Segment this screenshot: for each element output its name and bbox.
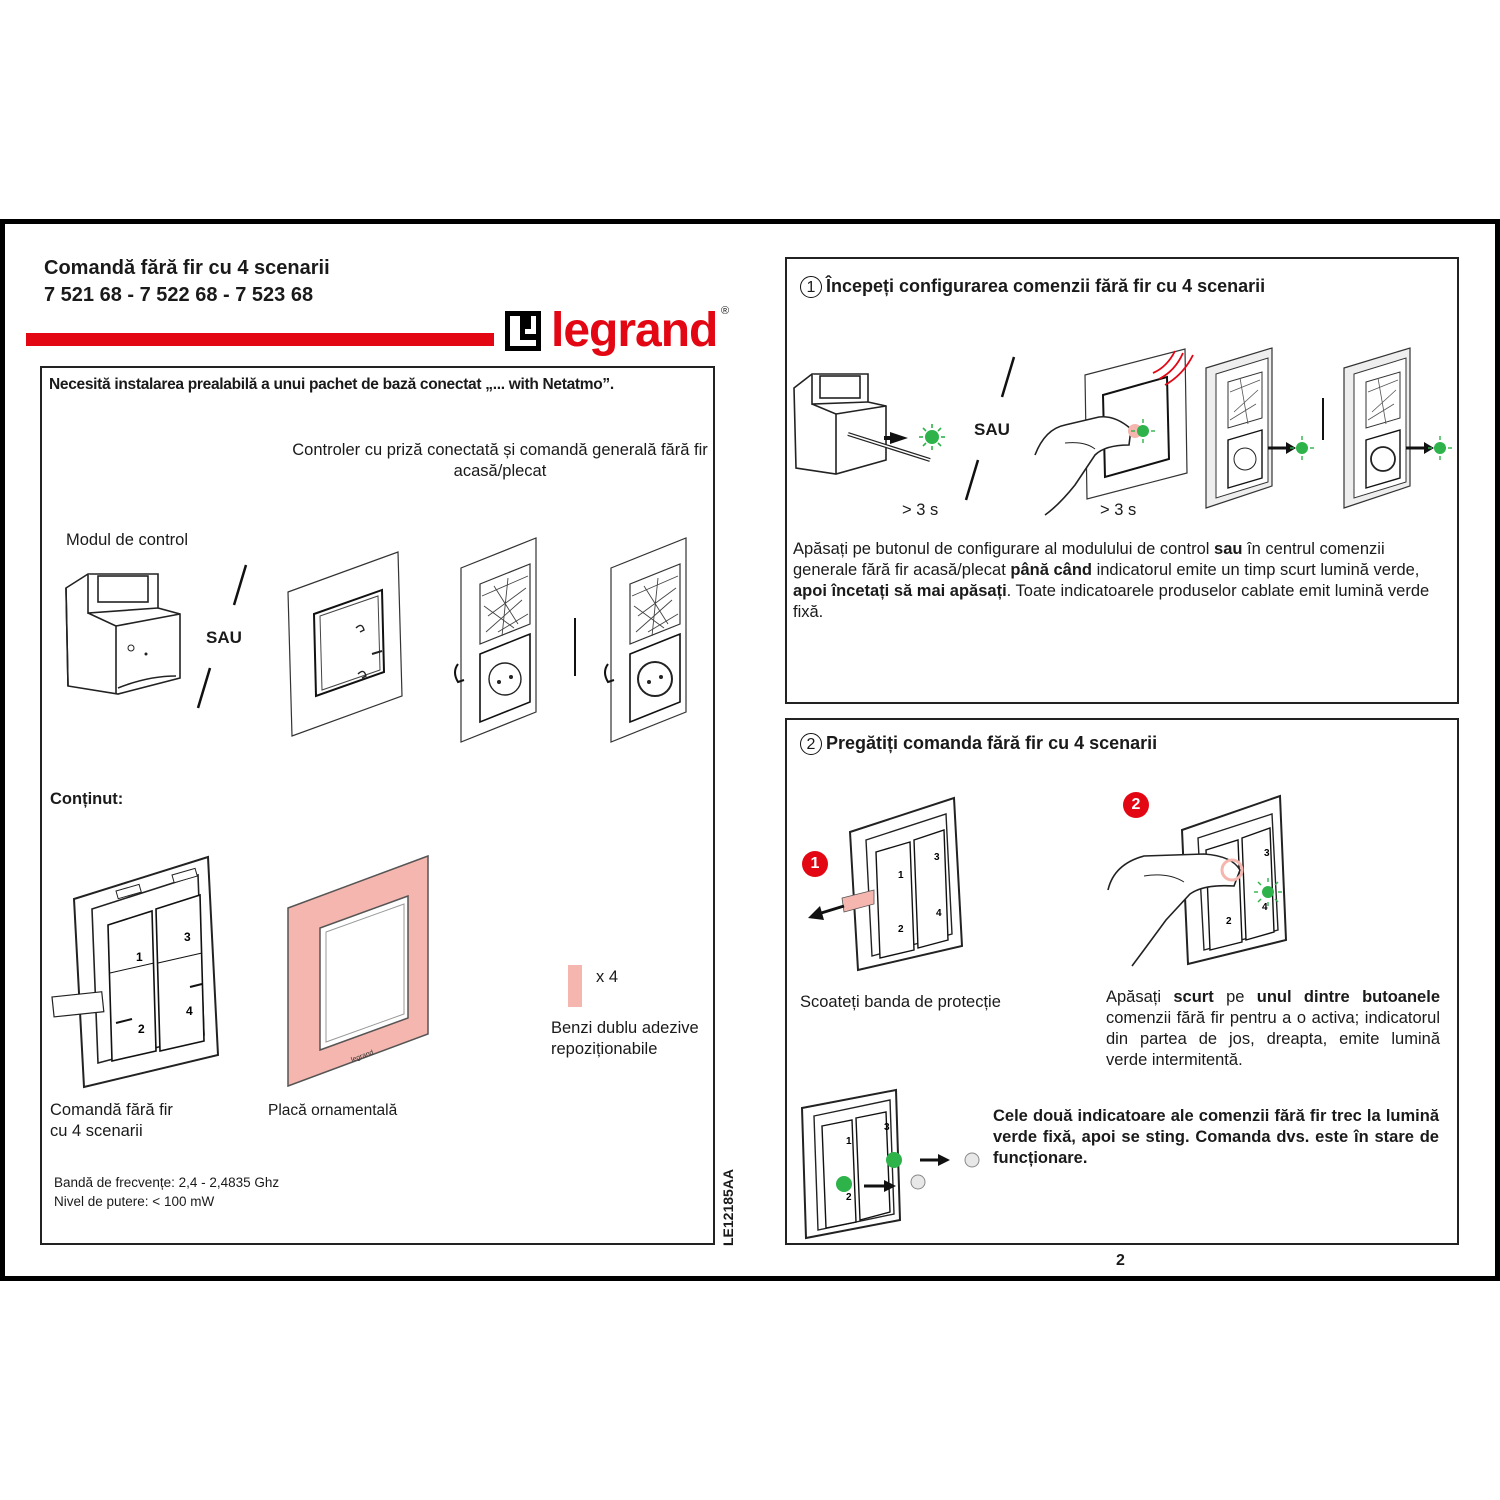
- hand-press-switch-illustration: [1034, 348, 1194, 516]
- control-module-illustration: [65, 573, 181, 695]
- step2-title: Pregătiți comanda fără fir cu 4 scenarii: [826, 733, 1158, 753]
- step1-title: Începeți configurarea comenzii fără fir …: [826, 276, 1266, 296]
- or-label: SAU: [206, 628, 242, 647]
- requirement-note: Necesită instalarea prealabilă a unui pa…: [49, 376, 614, 393]
- svg-text:4: 4: [1262, 902, 1268, 913]
- legrand-logo-mark: [505, 311, 541, 351]
- legrand-wordmark: legrand: [551, 304, 718, 357]
- step1-instructions: Apăsați pe butonul de configurare al mod…: [793, 539, 1443, 623]
- button-number-4: 4: [186, 1004, 193, 1018]
- adhesive-label-line1: Benzi dublu adezive: [551, 1019, 699, 1037]
- step2-text-short: scurt: [1173, 988, 1214, 1006]
- adhesive-label: Benzi dublu adezive repoziționabile: [551, 1018, 699, 1060]
- module-label: Modul de control: [66, 531, 188, 549]
- remove-strip-illustration: 1 2 3 4: [808, 796, 964, 972]
- smart-socket-illustration: [454, 537, 537, 743]
- step2-text: Apăsați: [1106, 988, 1174, 1006]
- step2-text: pe: [1213, 988, 1257, 1006]
- item-wireless-command-label: Comandă fără fir cu 4 scenarii: [50, 1100, 173, 1142]
- step1-text: în centrul comenzii generale fără fir ac…: [793, 540, 1385, 579]
- separator-slash: [196, 667, 212, 709]
- substep-badge-2: 2: [1123, 792, 1149, 818]
- separator-slash: [1000, 356, 1016, 398]
- step1-text-until: până când: [1010, 561, 1092, 579]
- ornamental-plate-illustration: legrand: [287, 854, 429, 1088]
- press-button-illustration: 3 2 4: [1107, 794, 1288, 967]
- separator-bar: [1322, 398, 1324, 440]
- step1-text: Apăsați pe butonul de configurare al mod…: [793, 540, 1215, 558]
- step1-text-or: sau: [1214, 540, 1243, 558]
- controller-caption: Controler cu priză conectată și comandă …: [270, 440, 730, 482]
- step1-text-release: apoi încetați să mai apăsați: [793, 582, 1007, 600]
- legrand-logo: legrand ®: [505, 304, 735, 365]
- duration-a: > 3 s: [902, 501, 939, 519]
- step2-text: comenzii fără fir pentru a o activa; ind…: [1106, 1009, 1440, 1069]
- frequency-band: Bandă de frecvențe: 2,4 - 2,4835 Ghz: [54, 1175, 280, 1190]
- step2-panel: [785, 718, 1459, 1245]
- svg-text:3: 3: [884, 1122, 890, 1133]
- leds-off-illustration: 1 2 3: [800, 1088, 980, 1240]
- left-panel: [40, 366, 715, 1245]
- product-codes: 7 521 68 - 7 522 68 - 7 523 68: [44, 284, 314, 306]
- press-button-instructions: Apăsați scurt pe unul dintre butoanele c…: [1106, 987, 1440, 1071]
- registered-mark: ®: [721, 305, 730, 317]
- svg-text:1: 1: [898, 870, 904, 881]
- separator-bar: [574, 618, 576, 676]
- remove-strip-label: Scoateți banda de protecție: [800, 993, 1001, 1011]
- item-wireless-command-line2: cu 4 scenarii: [50, 1122, 143, 1140]
- duration-b: > 3 s: [1100, 501, 1137, 519]
- module-press-illustration: [793, 373, 945, 475]
- step2-text-one-button: unul dintre butoanele: [1256, 988, 1440, 1006]
- button-number-3: 3: [184, 930, 191, 944]
- svg-text:4: 4: [936, 908, 942, 919]
- home-away-switch-illustration: [287, 551, 403, 737]
- wireless-command-illustration: 1 2 3 4: [51, 855, 220, 1089]
- page-number: 2: [1116, 1252, 1125, 1269]
- product-title-line1: Comandă fără fir cu 4 scenarii: [44, 257, 330, 279]
- socket-led-illustration: [1205, 347, 1314, 509]
- svg-text:3: 3: [934, 852, 940, 863]
- button-number-1: 1: [136, 950, 143, 964]
- step1-or-label: SAU: [974, 420, 1010, 439]
- svg-text:2: 2: [1226, 916, 1232, 927]
- item-wireless-command-line1: Comandă fără fir: [50, 1101, 173, 1119]
- controller-caption-line1: Controler cu priză conectată și comandă …: [292, 441, 708, 459]
- smart-socket-schuko-illustration: [604, 537, 687, 743]
- substep-badge-1: 1: [802, 851, 828, 877]
- power-level: Nivel de putere: < 100 mW: [54, 1194, 215, 1209]
- item-plate-label: Placă ornamentală: [268, 1102, 398, 1119]
- adhesive-strip-swatch: [568, 965, 582, 1007]
- button-number-2: 2: [138, 1022, 145, 1036]
- controller-caption-line2: acasă/plecat: [453, 462, 547, 480]
- svg-text:2: 2: [846, 1192, 852, 1203]
- page-frame: [0, 219, 1500, 1281]
- adhesive-label-line2: repoziționabile: [551, 1040, 658, 1058]
- step1-panel: [785, 257, 1459, 704]
- svg-text:2: 2: [898, 924, 904, 935]
- product-title: Comandă fără fir cu 4 scenarii 7 521 68 …: [44, 255, 330, 309]
- technical-specs: Bandă de frecvențe: 2,4 - 2,4835 Ghz Niv…: [54, 1173, 279, 1211]
- separator-slash: [964, 459, 980, 501]
- step1-number: 1: [800, 276, 822, 298]
- adhesive-count: x 4: [596, 968, 619, 986]
- step2-number: 2: [800, 733, 822, 755]
- svg-text:1: 1: [846, 1136, 852, 1147]
- header-red-bar: [26, 333, 494, 346]
- final-note: Cele două indicatoare ale comenzii fără …: [993, 1107, 1439, 1167]
- socket-schuko-led-illustration: [1343, 347, 1452, 509]
- step1-text: indicatorul emite un timp scurt lumină v…: [1092, 561, 1420, 579]
- separator-slash: [232, 564, 248, 606]
- svg-text:3: 3: [1264, 848, 1270, 859]
- document-code: LE12185AA: [720, 1168, 736, 1246]
- content-heading: Conținut:: [50, 790, 124, 808]
- step1-text: . Toate indicatoarele produselor cablate…: [793, 582, 1430, 621]
